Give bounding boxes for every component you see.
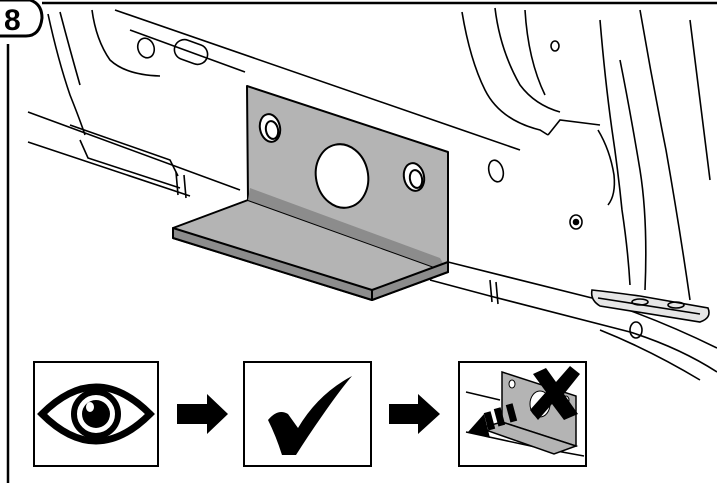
angle-bracket (172, 85, 449, 301)
pull-arrow-icon (468, 403, 518, 438)
arrow-right-icon (389, 394, 440, 434)
bracket-hole (258, 113, 282, 143)
body-hole (136, 37, 156, 59)
instruction-sequence (33, 361, 587, 467)
step-number: 8 (4, 4, 21, 37)
body-hole (629, 321, 643, 339)
body-hole (550, 40, 560, 52)
panel-frame (6, 1, 717, 483)
vehicle-body-panel (27, 7, 717, 381)
bracket-center-hole (314, 143, 370, 209)
bracket-hole (402, 162, 426, 192)
arrow-right-icon (177, 394, 228, 434)
step-badge: 8 (0, 0, 44, 38)
cross-icon (530, 366, 580, 420)
ok-panel (243, 361, 372, 467)
remove-panel (458, 361, 587, 467)
checkmark-icon (268, 376, 352, 455)
inspect-panel (33, 361, 159, 467)
body-hole (487, 159, 505, 183)
body-hole (569, 214, 583, 230)
remove-bracket-icon (465, 366, 585, 457)
eye-icon (37, 383, 155, 445)
body-slot (173, 38, 209, 66)
